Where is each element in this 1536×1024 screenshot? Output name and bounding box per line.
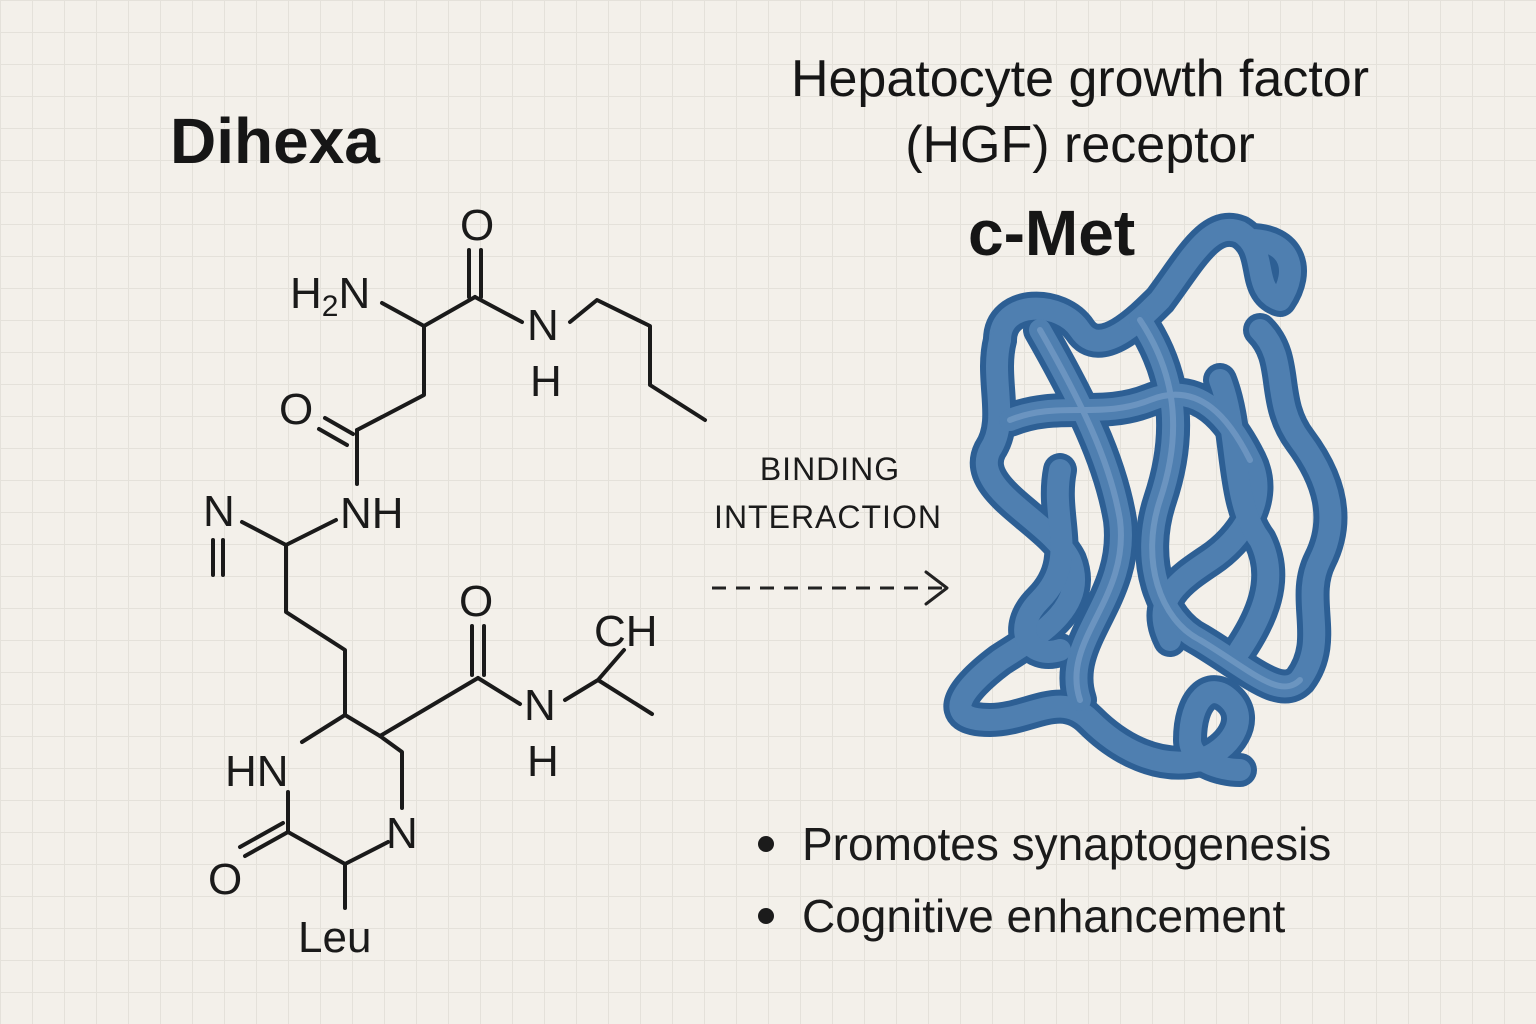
bond	[211, 538, 225, 577]
atom-o-ring: O	[208, 855, 242, 904]
bond	[378, 734, 404, 810]
bullet-icon	[758, 836, 774, 852]
atom-labels: O H2N N H O NH N O CH N H HN N O Leu	[203, 201, 658, 962]
bond	[286, 790, 390, 866]
protein-ribbon-icon	[943, 213, 1348, 787]
atom-n-left: N	[203, 487, 235, 536]
bond	[355, 324, 426, 432]
atom-h-amide-lower: H	[527, 737, 559, 786]
bond	[343, 676, 480, 738]
effect-text: Promotes synaptogenesis	[802, 818, 1332, 870]
receptor-title-line2: (HGF) receptor	[905, 116, 1255, 174]
bond	[317, 416, 355, 447]
binding-label-line2: INTERACTION	[714, 499, 942, 535]
receptor-name: c-Met	[968, 197, 1136, 269]
bond	[300, 713, 347, 744]
atom-o-mid: O	[279, 385, 313, 434]
bond	[240, 518, 338, 547]
atom-ch-text: CH	[594, 607, 658, 656]
atom-hn: HN	[225, 747, 289, 796]
atom-n-ring: N	[386, 809, 418, 858]
binding-label-line1: BINDING	[760, 451, 900, 487]
receptor-title: Hepatocyte growth factor (HGF) receptor	[640, 46, 1520, 178]
molecule-structure	[211, 248, 707, 910]
atom-ch: CH	[594, 607, 658, 656]
bond	[238, 821, 290, 858]
atom-nh-mid: NH	[340, 489, 404, 538]
atom-n-amide-lower: N	[524, 681, 556, 730]
binding-arrow: BINDING INTERACTION	[712, 451, 949, 606]
atom-o-top: O	[460, 201, 494, 250]
bond	[476, 676, 522, 706]
bullet-icon	[758, 908, 774, 924]
molecule-title: Dihexa	[170, 105, 380, 177]
bond	[284, 543, 347, 717]
atom-h-amide-top: H	[530, 357, 562, 406]
atom-n-amide-top: N	[527, 301, 559, 350]
atom-h2n: H2N	[290, 269, 370, 323]
effect-item: Promotes synaptogenesis	[758, 808, 1331, 880]
effect-item: Cognitive enhancement	[758, 880, 1331, 952]
effect-text: Cognitive enhancement	[802, 890, 1286, 942]
bond	[380, 295, 477, 328]
bond	[473, 295, 524, 324]
atom-o-lower: O	[459, 577, 493, 626]
bond	[563, 648, 654, 716]
atom-leu: Leu	[298, 913, 371, 962]
bond	[470, 624, 486, 677]
effects-list: Promotes synaptogenesis Cognitive enhanc…	[758, 808, 1331, 952]
receptor-title-line1: Hepatocyte growth factor	[790, 50, 1370, 108]
bond	[568, 298, 707, 422]
bond	[467, 248, 483, 299]
arrow-head-icon	[924, 570, 949, 606]
